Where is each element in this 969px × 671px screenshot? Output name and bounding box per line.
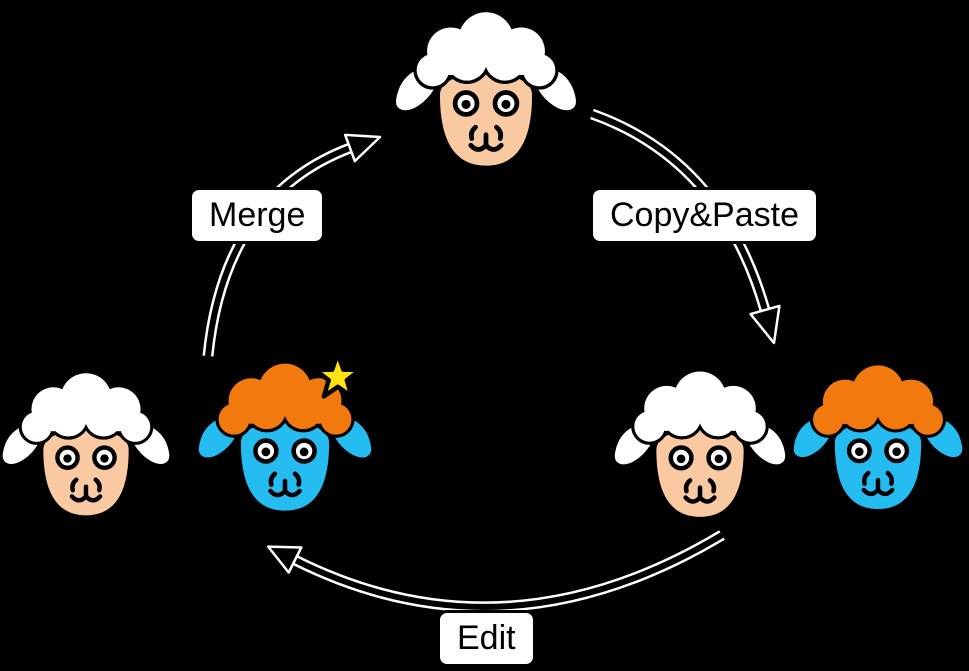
sheep-top xyxy=(389,0,583,180)
sheep-left-inner-starred xyxy=(192,350,378,525)
merge-arrow xyxy=(202,133,382,357)
sheep-left-outer xyxy=(0,360,176,529)
merge-arrowhead-icon xyxy=(343,133,382,163)
edit-arrow xyxy=(266,530,725,613)
edit-arrowhead-icon xyxy=(266,545,303,574)
copy-paste-label: Copy&Paste xyxy=(590,187,819,245)
copy-paste-arrow xyxy=(590,108,781,345)
merge-label: Merge xyxy=(189,187,326,245)
sheep-right-inner xyxy=(608,358,792,531)
edit-label: Edit xyxy=(437,610,536,668)
sheep-right-outer xyxy=(787,352,969,523)
copy-paste-arrowhead-icon xyxy=(749,304,781,345)
